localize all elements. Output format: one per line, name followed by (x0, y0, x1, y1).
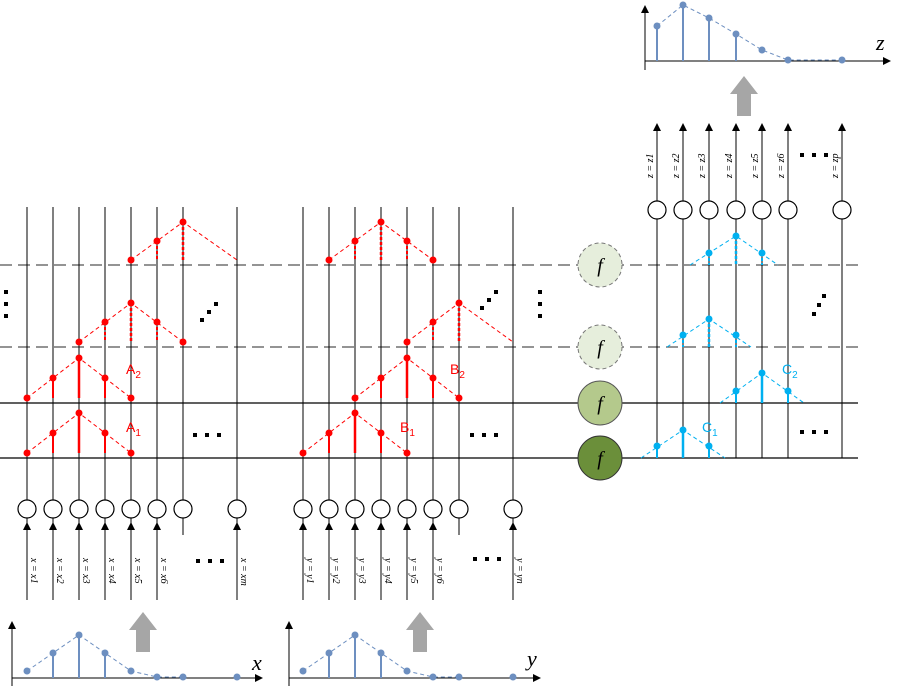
svg-text:y = y4: y = y4 (382, 557, 393, 584)
svg-text:y = y3: y = y3 (356, 557, 367, 584)
label-c2: C2 (782, 361, 798, 381)
gray-arrows (129, 76, 758, 652)
svg-text:x = x2: x = x2 (54, 557, 65, 584)
y-red-points (299, 218, 463, 457)
svg-text:y = y1: y = y1 (304, 557, 315, 584)
input-arrows (23, 522, 517, 600)
y-input-lines (302, 207, 514, 535)
ellipses (4, 153, 828, 563)
z-axis-label: z (875, 30, 885, 55)
level-lines (0, 264, 858, 459)
y-neurons (293, 499, 523, 519)
svg-text:x = x3: x = x3 (80, 557, 91, 584)
x-input-labels: x = x1 x = x2 x = x3 x = x4 x = x5 x = x… (28, 557, 249, 586)
label-b1: B1 (400, 419, 415, 439)
svg-text:z = z1: z = z1 (645, 153, 656, 179)
x-axis-label: x (251, 650, 262, 675)
label-c1: C1 (702, 419, 718, 439)
f-node-level1: f (577, 435, 623, 481)
svg-text:x = x1: x = x1 (28, 557, 39, 584)
svg-text:z = z6: z = z6 (776, 153, 787, 179)
svg-text:z = z4: z = z4 (724, 153, 735, 179)
svg-text:z = zp: z = zp (830, 153, 841, 179)
svg-text:x = xm: x = xm (238, 557, 249, 586)
svg-text:z = z3: z = z3 (697, 153, 708, 179)
f-node-level4: f (577, 242, 623, 288)
label-a2: A2 (126, 361, 141, 381)
z-mini-chart: z (641, 1, 891, 70)
x-mini-chart: x (8, 621, 263, 686)
svg-text:y = yn: y = yn (514, 557, 525, 584)
x-neurons (17, 499, 247, 519)
z-blue-points (653, 232, 792, 450)
label-b2: B2 (450, 361, 465, 381)
svg-text:z = z5: z = z5 (750, 153, 761, 179)
z-neurons (647, 200, 852, 220)
x-red-points (23, 218, 187, 457)
z-output-labels: z = z1 z = z2 z = z3 z = z4 z = z5 z = z… (645, 153, 841, 179)
svg-text:y = y2: y = y2 (330, 557, 341, 584)
svg-text:x = x4: x = x4 (106, 557, 117, 584)
svg-text:y = y6: y = y6 (434, 557, 445, 584)
svg-text:z = z2: z = z2 (671, 153, 682, 179)
svg-text:f: f (597, 337, 605, 359)
svg-text:x = x5: x = x5 (132, 557, 143, 584)
f-node-level3: f (577, 324, 623, 370)
y-mini-chart: y (285, 621, 541, 686)
svg-text:f: f (597, 255, 605, 277)
f-node-level2: f (577, 380, 623, 426)
y-input-labels: y = y1 y = y2 y = y3 y = y4 y = y5 y = y… (304, 557, 525, 584)
svg-text:f: f (597, 393, 605, 415)
svg-text:x = x6: x = x6 (158, 557, 169, 584)
label-a1: A1 (126, 419, 141, 439)
y-axis-label: y (525, 646, 537, 671)
svg-text:y = y5: y = y5 (408, 557, 419, 584)
svg-text:f: f (597, 448, 605, 470)
